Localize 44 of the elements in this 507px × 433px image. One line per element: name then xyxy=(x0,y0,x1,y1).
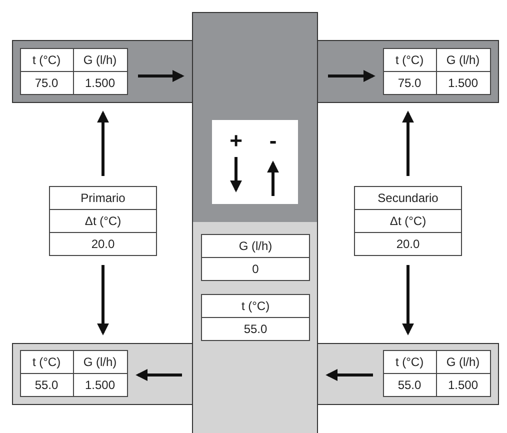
table-cell-text: 1.500 xyxy=(446,74,480,92)
table-cell: 55.0 xyxy=(384,374,436,396)
table-cell: 75.0 xyxy=(384,72,436,94)
table-cell: t (°C) xyxy=(20,350,74,374)
table-cell: G (l/h) xyxy=(74,350,126,374)
table-cell: G (l/h) xyxy=(436,48,490,72)
table-cell: Δt (°C) xyxy=(355,210,461,233)
table-cell: t (°C) xyxy=(202,295,309,318)
arrow xyxy=(97,110,109,176)
flow-sign: - xyxy=(269,130,277,152)
data-table xyxy=(354,186,462,256)
table-cell-text: 1.500 xyxy=(84,74,116,92)
arrow xyxy=(328,70,376,82)
data-table xyxy=(382,48,490,94)
table-cell: t (°C) xyxy=(384,48,436,72)
table-cell: Primario xyxy=(50,187,156,210)
table-cell-text: 20.0 xyxy=(395,236,421,253)
table-cell: 75.0 xyxy=(20,72,74,94)
data-table xyxy=(201,234,310,281)
data-table xyxy=(49,186,157,256)
arrow xyxy=(402,265,414,336)
table-cell: Δt (°C) xyxy=(50,210,156,233)
table-cell-text: 1.500 xyxy=(84,376,116,394)
arrow xyxy=(402,110,414,176)
table-cell: t (°C) xyxy=(384,350,436,374)
table-cell: G (l/h) xyxy=(74,48,126,72)
table-cell-text: 55.0 xyxy=(242,321,268,338)
table-cell-text: 20.0 xyxy=(90,236,116,253)
table-cell: G (l/h) xyxy=(436,350,490,374)
table-cell-text: 0 xyxy=(251,261,260,278)
data-table xyxy=(20,48,128,94)
table-cell: G (l/h) xyxy=(202,235,309,258)
arrow xyxy=(136,369,182,381)
table-cell: 55.0 xyxy=(20,374,74,396)
arrow xyxy=(138,70,184,82)
table-cell: t (°C) xyxy=(20,48,74,72)
table-cell: Secundario xyxy=(355,187,461,210)
flow-sign: + xyxy=(230,130,242,152)
arrow xyxy=(326,369,373,381)
table-cell-text: 1.500 xyxy=(446,376,480,394)
data-table xyxy=(20,350,128,396)
data-table xyxy=(382,350,490,396)
data-table xyxy=(201,294,310,341)
arrow xyxy=(97,265,109,336)
